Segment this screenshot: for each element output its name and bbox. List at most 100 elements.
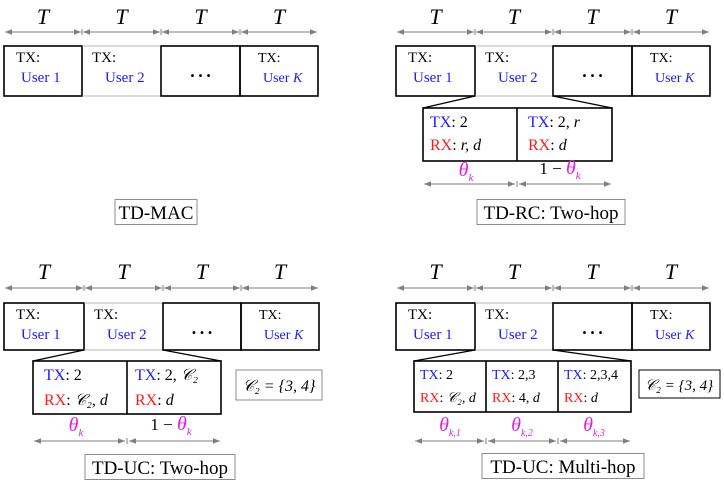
panel-td-uc-multi-hop: T T T T TX: User 1 TX: User 2 … TX: User K TX: 2 RX:… bbox=[395, 259, 721, 479]
slot-1-user: User 1 bbox=[413, 327, 453, 343]
sub-slot-3: TX: 2,3,4RX: d bbox=[564, 368, 618, 406]
theta-k: θk bbox=[459, 159, 475, 184]
sub-slot-rx: RX: 4, d bbox=[492, 391, 541, 406]
expand-right bbox=[552, 349, 632, 362]
sub-slot-rx: RX: 𝒞₂, d bbox=[44, 392, 109, 409]
slot-ellipsis-text: … bbox=[581, 57, 605, 83]
one-minus-theta-k: 1 − θk bbox=[539, 157, 581, 182]
slot-2-tx: TX: bbox=[485, 50, 509, 66]
sub-slot-2: TX: 2,3RX: 4, d bbox=[492, 368, 541, 406]
slot-duration-label: T bbox=[37, 4, 51, 29]
slot-user-1 bbox=[3, 302, 85, 351]
theta-k-1: θk,1 bbox=[439, 414, 461, 439]
slot-duration-label: T bbox=[274, 259, 288, 284]
sub-slot-tx: TX: 2,3 bbox=[492, 368, 536, 383]
theta-k: θk bbox=[69, 414, 85, 439]
slot-duration-label: T bbox=[273, 4, 287, 29]
slot-user-k bbox=[631, 302, 711, 351]
sub-slot-tx: TX: 2, r bbox=[528, 114, 581, 131]
slot-1-tx: TX: bbox=[16, 307, 40, 323]
slot-1-tx: TX: bbox=[16, 50, 40, 66]
set-equation: 𝒞₂ = {3, 4} bbox=[243, 378, 316, 395]
sub-slot-1: TX: 2 RX: 𝒞₂, d bbox=[44, 367, 109, 409]
slot-ellipsis-text: … bbox=[581, 314, 605, 340]
expand-left bbox=[413, 349, 476, 362]
sub-slot-2: TX: 2, 𝒞₂ RX: d bbox=[135, 367, 198, 409]
slot-duration-label: T bbox=[38, 259, 52, 284]
slot-duration-label: T bbox=[665, 259, 679, 284]
slot-duration-label: T bbox=[586, 4, 600, 29]
sub-slot-frame bbox=[413, 360, 632, 413]
slot-k-tx: TX: bbox=[258, 51, 281, 66]
slot-duration-label: T bbox=[508, 259, 522, 284]
sub-slot-rx: RX: d bbox=[564, 391, 599, 406]
slot-k-user: User K bbox=[655, 71, 695, 86]
slot-2-user: User 2 bbox=[498, 327, 538, 343]
slot-k-user: User K bbox=[655, 328, 695, 343]
set-equation: 𝒞₂ = {3, 4} bbox=[645, 378, 713, 394]
sub-slot-tx: TX: 2, 𝒞₂ bbox=[135, 367, 198, 384]
expand-right bbox=[162, 349, 222, 362]
sub-slot-tx: TX: 2 bbox=[44, 367, 82, 384]
slot-1-user: User 1 bbox=[413, 70, 453, 86]
sub-slot-tx: TX: 2 bbox=[430, 114, 468, 131]
sub-slot-tx: TX: 2 bbox=[420, 368, 453, 383]
sub-slot-rx: RX: d bbox=[135, 392, 175, 409]
slot-duration-label: T bbox=[196, 259, 210, 284]
slot-1-user: User 1 bbox=[21, 70, 61, 86]
expand-left bbox=[422, 95, 476, 109]
slot-duration-label: T bbox=[429, 259, 443, 284]
theta-k-2: θk,2 bbox=[511, 414, 533, 439]
set-equation-box bbox=[638, 369, 721, 399]
panel-label-td-uc-multi-hop-box bbox=[481, 453, 645, 479]
one-minus-theta-k: 1 − θk bbox=[150, 413, 192, 438]
panel-label-td-uc-two-hop: TD-UC: Two-hop bbox=[92, 458, 228, 479]
sub-slot-1: TX: 2 RX: r, d bbox=[430, 114, 482, 154]
panel-label-td-uc-multi-hop: TD-UC: Multi-hop bbox=[490, 457, 635, 478]
sub-slot-rx: RX: r, d bbox=[430, 137, 482, 154]
slot-k-tx: TX: bbox=[650, 308, 673, 323]
slot-duration-label: T bbox=[429, 4, 443, 29]
theta-k-3: θk,3 bbox=[583, 414, 605, 439]
panel-label-td-mac: TD-MAC bbox=[119, 203, 194, 224]
set-equation-box bbox=[235, 369, 323, 401]
slot-2-user: User 2 bbox=[105, 70, 145, 86]
slot-2-user: User 2 bbox=[498, 70, 538, 86]
slot-k-user: User K bbox=[264, 328, 304, 343]
panel-label-td-rc: TD-RC: Two-hop bbox=[483, 203, 618, 224]
slot-user-k bbox=[240, 302, 320, 351]
sub-slot-1: TX: 2 RX: 𝒞₂, d bbox=[420, 368, 477, 406]
slot-k-tx: TX: bbox=[650, 51, 673, 66]
slot-duration-label: T bbox=[115, 4, 129, 29]
panel-td-uc-two-hop: T T T T TX: User 1 TX: User 2 … TX: User K TX: 2 RX:… bbox=[3, 259, 323, 480]
sub-slot-2: TX: 2, r RX: d bbox=[528, 114, 581, 154]
slot-duration-label: T bbox=[665, 4, 679, 29]
slot-user-k bbox=[631, 45, 711, 97]
expand-left bbox=[32, 349, 85, 362]
slot-2-user: User 2 bbox=[107, 327, 147, 343]
slot-ellipsis-text: … bbox=[189, 57, 213, 83]
slot-duration-label: T bbox=[508, 4, 522, 29]
slot-2-tx: TX: bbox=[485, 307, 509, 323]
panel-label-td-uc-two-hop-box bbox=[84, 454, 236, 480]
slot-user-k bbox=[239, 45, 319, 97]
slot-ellipsis-text: … bbox=[190, 314, 214, 340]
slot-k-tx: TX: bbox=[259, 308, 282, 323]
panel-label-td-rc-box bbox=[476, 199, 626, 225]
slot-user-1 bbox=[395, 302, 476, 351]
sub-slot-rx: RX: d bbox=[528, 137, 568, 154]
slot-2-tx: TX: bbox=[92, 50, 116, 66]
slot-1-tx: TX: bbox=[408, 50, 432, 66]
sub-slot-rx: RX: 𝒞₂, d bbox=[420, 391, 477, 406]
sub-slot-tx: TX: 2,3,4 bbox=[564, 368, 618, 383]
expand-right bbox=[552, 95, 613, 109]
slot-2-tx: TX: bbox=[94, 307, 118, 323]
slot-duration-label: T bbox=[117, 259, 131, 284]
panel-td-rc: T T T T TX: User 1 TX: User 2 … TX: User K TX: 2 RX:… bbox=[395, 4, 711, 225]
slot-1-tx: TX: bbox=[408, 307, 432, 323]
slot-duration-label: T bbox=[586, 259, 600, 284]
slot-1-user: User 1 bbox=[21, 327, 61, 343]
panel-label-td-mac-box bbox=[114, 199, 198, 225]
